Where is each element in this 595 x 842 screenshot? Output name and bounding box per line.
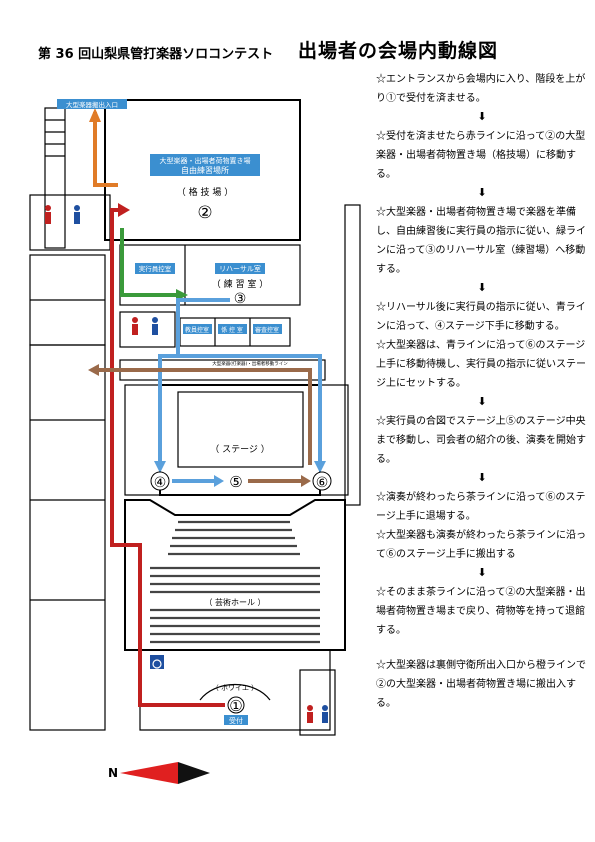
step-6: ☆実行員の合図でステージ上⑤のステージ中央まで移動し、司会者の紹介の後、演奏を開… — [376, 416, 586, 465]
rehearsal-name: （ 練 習 室 ） — [212, 278, 268, 290]
room-a-label: 教員控室 — [185, 326, 209, 334]
step-1: ☆エントランスから会場内に入り、階段を上がり①で受付を済ませる。 — [376, 74, 586, 104]
compass-letter: N — [108, 766, 118, 780]
instructions: ☆エントランスから会場内に入り、階段を上がり①で受付を済ませる。 ⬇ ☆受付を済… — [376, 70, 588, 713]
down-arrow-icon: ⬇ — [477, 471, 487, 484]
down-arrow-icon: ⬇ — [477, 186, 487, 199]
step-3: ☆大型楽器・出場者荷物置き場で楽器を準備し、自由練習後に実行員の指示に従い、緑ラ… — [376, 207, 586, 275]
wheelchair-icon — [150, 655, 164, 669]
foyer-label: （ ホワイエ ） — [212, 684, 258, 692]
red-route — [110, 208, 225, 707]
storage-label: 大型楽器・出場者荷物置き場 — [160, 156, 251, 165]
down-arrow-icon: ⬇ — [477, 395, 487, 408]
marker-6: ⑥ — [316, 475, 329, 491]
marker-3: ③ — [234, 291, 247, 307]
down-arrow-icon: ⬇ — [477, 281, 487, 294]
orange-route — [93, 112, 118, 187]
step-2: ☆受付を済ませたら赤ラインに沿って②の大型楽器・出場者荷物置き場（格技場）に移動… — [376, 131, 586, 180]
marker-1: ① — [229, 697, 242, 715]
step-4: ☆リハーサル後に実行員の指示に従い、青ラインに沿って、④ステージ下手に移動する。 — [376, 302, 586, 332]
step-9: ☆そのまま茶ラインに沿って②の大型楽器・出場者荷物置き場まで戻り、荷物等を持って… — [376, 587, 586, 636]
contest-title: 第 36 回山梨県管打楽器ソロコンテスト — [38, 47, 274, 62]
room-c-label: 審査控室 — [255, 326, 279, 334]
hall-label: （ 芸術ホール ） — [204, 597, 265, 607]
toilet-icon — [45, 205, 328, 723]
step-8: ☆大型楽器も演奏が終わったら茶ラインに沿って⑥のステージ上手に搬出する — [376, 530, 586, 560]
down-arrow-icon: ⬇ — [477, 566, 487, 579]
corridor-label: 大型楽器(打楽器)・出場者移動ライン — [212, 360, 288, 367]
marker-2: ② — [197, 203, 212, 223]
room-b-label: 係 控 室 — [221, 326, 243, 334]
compass-icon: N — [108, 762, 210, 784]
practice-label: 自由練習場所 — [181, 165, 229, 175]
step-5: ☆大型楽器は、青ラインに沿って⑥のステージ上手に移動待機し、実行員の指示に従いス… — [376, 340, 586, 389]
green-route — [120, 228, 180, 297]
exit-label: 大型楽器搬出入口 — [66, 100, 118, 109]
marker-5: ⑤ — [229, 473, 242, 491]
stage-label: （ ステージ ） — [210, 444, 270, 455]
page-title: 出場者の会場内動線図 — [298, 40, 499, 62]
step-10: ☆大型楽器は裏側守衛所出入口から橙ラインで②の大型楽器・出場者荷物置き場に搬出入… — [376, 660, 586, 709]
down-arrow-icon: ⬇ — [477, 110, 487, 123]
reception-label: 受付 — [229, 716, 243, 725]
venue-map: 大型楽器搬出入口 大型楽器・出場者荷物置き場 自由練習場所 （ 格 技 場 ） … — [29, 99, 361, 784]
storage-name: （ 格 技 場 ） — [177, 186, 233, 198]
step-7: ☆演奏が終わったら茶ラインに沿って⑥のステージ上手に退場する。 — [376, 492, 586, 522]
staff-room-label: 実行員控室 — [139, 264, 172, 273]
marker-4: ④ — [154, 475, 167, 491]
rehearsal-label: リハーサル室 — [219, 264, 261, 273]
